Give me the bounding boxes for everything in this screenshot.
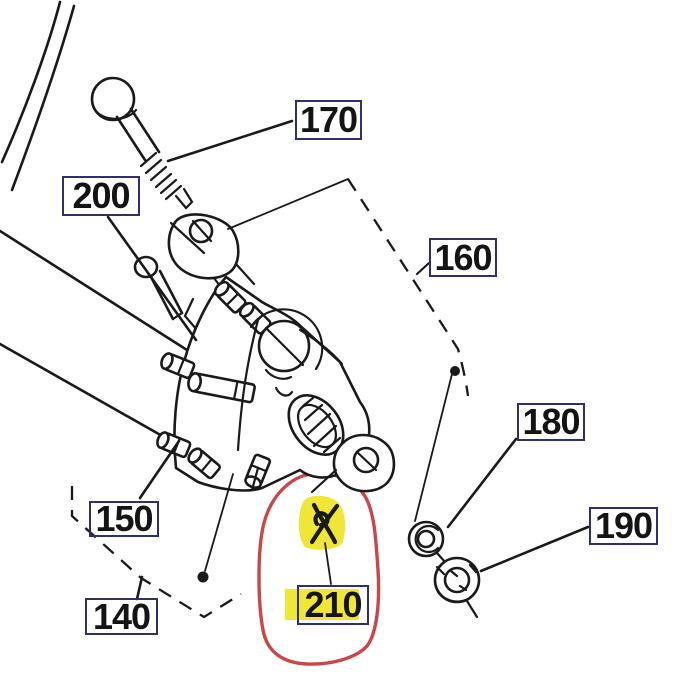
tire-arc-lines — [0, 0, 76, 192]
part-label-200: 200 — [62, 176, 140, 216]
part-label-150: 150 — [89, 501, 159, 537]
part-label-190: 190 — [589, 507, 658, 545]
part-label-210: 210 — [297, 585, 369, 625]
part-label-140: 140 — [85, 598, 158, 635]
upper-ball-joint-drawing — [167, 213, 256, 296]
leader-lines — [106, 119, 590, 601]
part-label-170: 170 — [295, 100, 362, 140]
kit-160-dashed-line — [227, 178, 470, 522]
cotter-pin-210-drawing — [309, 502, 340, 545]
part-label-180: 180 — [517, 403, 585, 441]
hub-knuckle-drawing — [156, 275, 371, 492]
rim-edge-lines — [0, 229, 189, 439]
lower-ball-joint-drawing — [310, 433, 396, 494]
washer-180-drawing — [407, 520, 447, 564]
bolt-170-drawing — [90, 76, 194, 210]
wheel-studs — [156, 280, 272, 489]
part-label-160: 160 — [429, 238, 497, 277]
red-selection-circle — [257, 471, 381, 666]
nut-190-drawing — [433, 556, 481, 619]
